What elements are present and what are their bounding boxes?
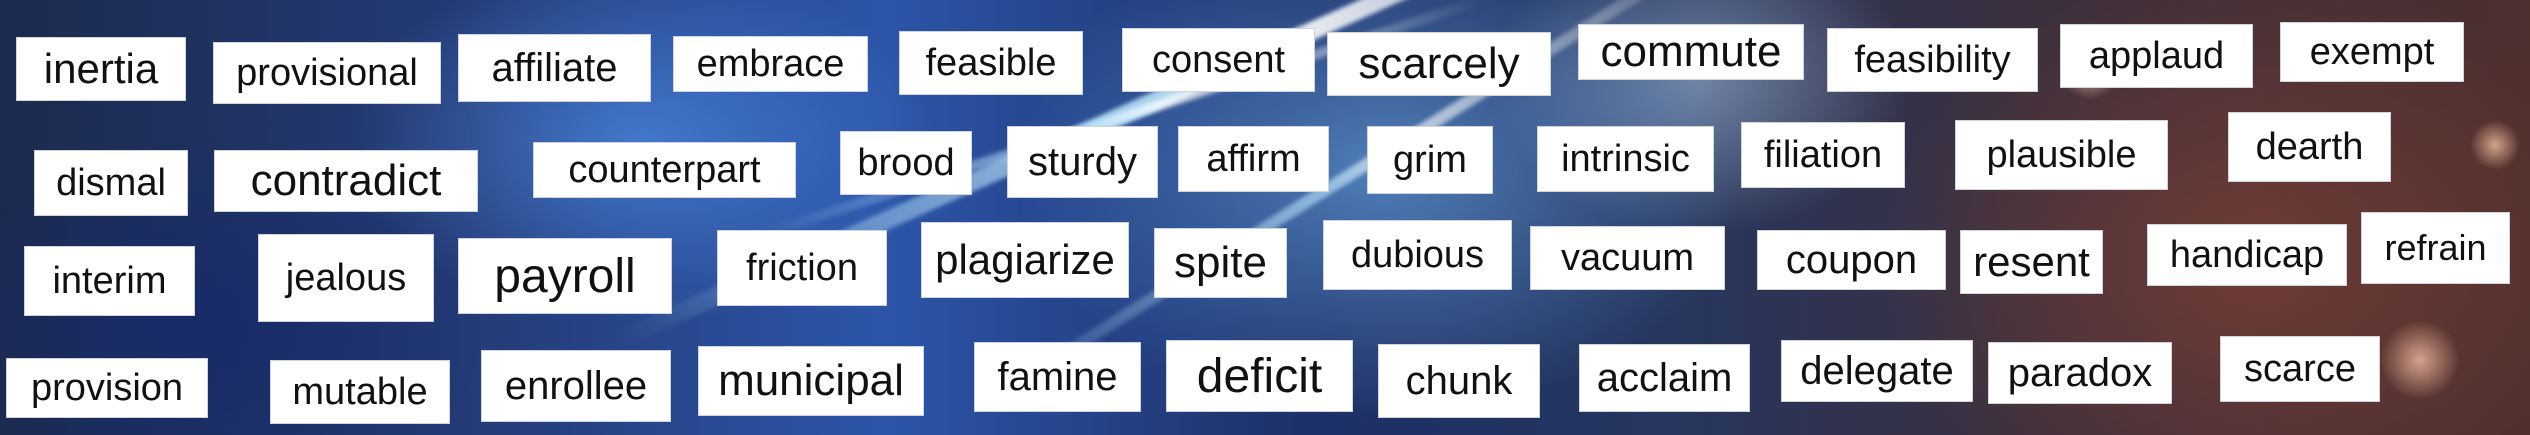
bokeh-light [2380,320,2460,400]
word-card[interactable]: sturdy [1007,126,1158,198]
word-card[interactable]: spite [1154,228,1287,298]
word-card[interactable]: embrace [673,36,868,92]
word-card[interactable]: scarcely [1327,32,1551,96]
word-card[interactable]: handicap [2147,224,2347,286]
word-card[interactable]: refrain [2361,212,2510,284]
word-card[interactable]: dearth [2228,112,2391,182]
word-card[interactable]: counterpart [533,142,796,198]
word-card[interactable]: deficit [1166,340,1353,412]
word-card[interactable]: dismal [34,150,188,216]
word-card[interactable]: grim [1367,126,1493,194]
word-card[interactable]: payroll [458,238,672,314]
word-card[interactable]: brood [840,131,972,195]
word-card[interactable]: provision [6,358,208,418]
word-card[interactable]: exempt [2280,22,2464,82]
word-card[interactable]: municipal [698,346,924,416]
word-card[interactable]: feasibility [1827,28,2038,92]
word-card[interactable]: filiation [1741,122,1905,188]
word-card[interactable]: chunk [1378,344,1540,418]
word-card[interactable]: acclaim [1579,344,1750,412]
word-card[interactable]: plausible [1955,120,2168,190]
word-card[interactable]: inertia [16,37,186,101]
word-card[interactable]: applaud [2060,24,2253,88]
word-card[interactable]: affiliate [458,34,651,102]
word-card[interactable]: interim [24,246,195,316]
word-card[interactable]: friction [717,230,887,306]
word-card[interactable]: mutable [270,360,450,424]
word-card[interactable]: enrollee [481,350,671,422]
word-card[interactable]: jealous [258,234,434,322]
word-card[interactable]: dubious [1323,220,1512,290]
word-card[interactable]: contradict [214,150,478,212]
word-card[interactable]: consent [1122,28,1315,92]
word-card[interactable]: intrinsic [1537,126,1714,192]
word-card[interactable]: feasible [899,31,1083,95]
word-card[interactable]: vacuum [1530,226,1725,290]
word-card[interactable]: delegate [1781,340,1973,402]
word-card[interactable]: famine [974,342,1141,412]
bokeh-light [2470,120,2520,170]
word-card[interactable]: plagiarize [921,222,1129,298]
word-card[interactable]: provisional [213,42,441,104]
word-card[interactable]: coupon [1757,230,1946,290]
word-card[interactable]: paradox [1988,342,2172,404]
word-card[interactable]: commute [1578,24,1804,80]
word-card[interactable]: scarce [2220,336,2380,402]
word-card[interactable]: resent [1960,230,2103,294]
word-card[interactable]: affirm [1178,126,1329,192]
